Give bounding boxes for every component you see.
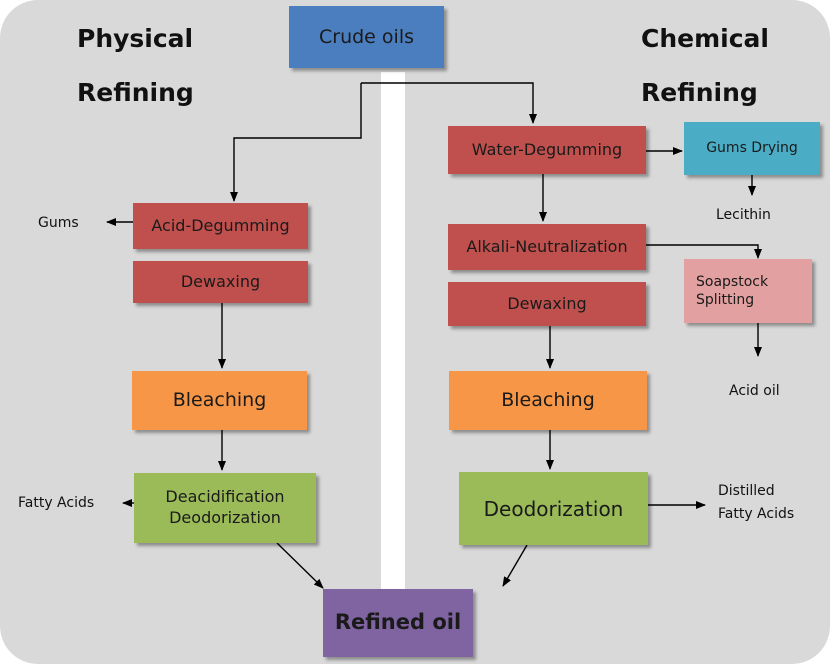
gums-output: Gums xyxy=(38,215,79,231)
physical-title-line1: Physical xyxy=(77,24,194,53)
fatty-acids-output: Fatty Acids xyxy=(18,495,95,511)
physical-title-line2: Refining xyxy=(77,78,194,107)
dewaxing-left-label: Dewaxing xyxy=(180,271,261,291)
deacidification-deodorization-box: Deacidification Deodorization xyxy=(134,473,316,543)
arrow-deacid-to-refined-oil xyxy=(276,542,324,589)
arrow-crude-to-water-degumming xyxy=(361,82,537,124)
acid-degumming-box: Acid-Degumming xyxy=(133,203,308,249)
gums-drying-box: Gums Drying xyxy=(684,122,820,175)
arrow-alkali-to-soapstock xyxy=(646,244,762,259)
crude-oils-box: Crude oils xyxy=(289,6,444,68)
center-divider xyxy=(381,72,405,602)
arrow-deodorization-to-refined-oil xyxy=(502,544,528,587)
deacidification-label: Deacidification xyxy=(165,487,285,507)
splitting-label: Splitting xyxy=(696,292,755,308)
alkali-neutralization-box: Alkali-Neutralization xyxy=(448,224,646,270)
refined-oil-label: Refined oil xyxy=(334,610,462,635)
deodorization-left-label: Deodorization xyxy=(169,508,281,527)
chemical-title-line1: Chemical xyxy=(641,24,769,53)
soapstock-splitting-box: Soapstock Splitting xyxy=(684,259,812,323)
crude-oils-label: Crude oils xyxy=(319,25,414,48)
deodorization-box: Deodorization xyxy=(459,472,648,545)
chemical-title-line2: Refining xyxy=(641,78,758,107)
distilled-fatty-acids-label: Fatty Acids xyxy=(718,506,795,523)
distilled-fatty-acids-output: Distilled Fatty Acids xyxy=(718,480,794,526)
acid-oil-output: Acid oil xyxy=(729,383,780,399)
bleaching-right-label: Bleaching xyxy=(501,389,595,412)
bleaching-right-box: Bleaching xyxy=(449,371,647,430)
gums-drying-label: Gums Drying xyxy=(706,140,798,157)
bleaching-left-label: Bleaching xyxy=(172,389,267,412)
lecithin-output: Lecithin xyxy=(716,207,771,223)
bleaching-left-box: Bleaching xyxy=(132,371,307,430)
refined-oil-box: Refined oil xyxy=(323,589,473,657)
water-degumming-label: Water-Degumming xyxy=(471,139,623,159)
distilled-label: Distilled xyxy=(718,483,775,499)
acid-degumming-label: Acid-Degumming xyxy=(151,215,290,235)
water-degumming-box: Water-Degumming xyxy=(448,126,646,174)
dewaxing-right-label: Dewaxing xyxy=(507,293,587,313)
soapstock-label: Soapstock xyxy=(696,273,769,290)
dewaxing-right-box: Dewaxing xyxy=(448,282,646,326)
arrow-crude-to-acid-degumming xyxy=(230,83,362,202)
alkali-neutralization-label: Alkali-Neutralization xyxy=(466,236,628,256)
dewaxing-left-box: Dewaxing xyxy=(133,261,308,303)
deodorization-label: Deodorization xyxy=(483,496,624,521)
